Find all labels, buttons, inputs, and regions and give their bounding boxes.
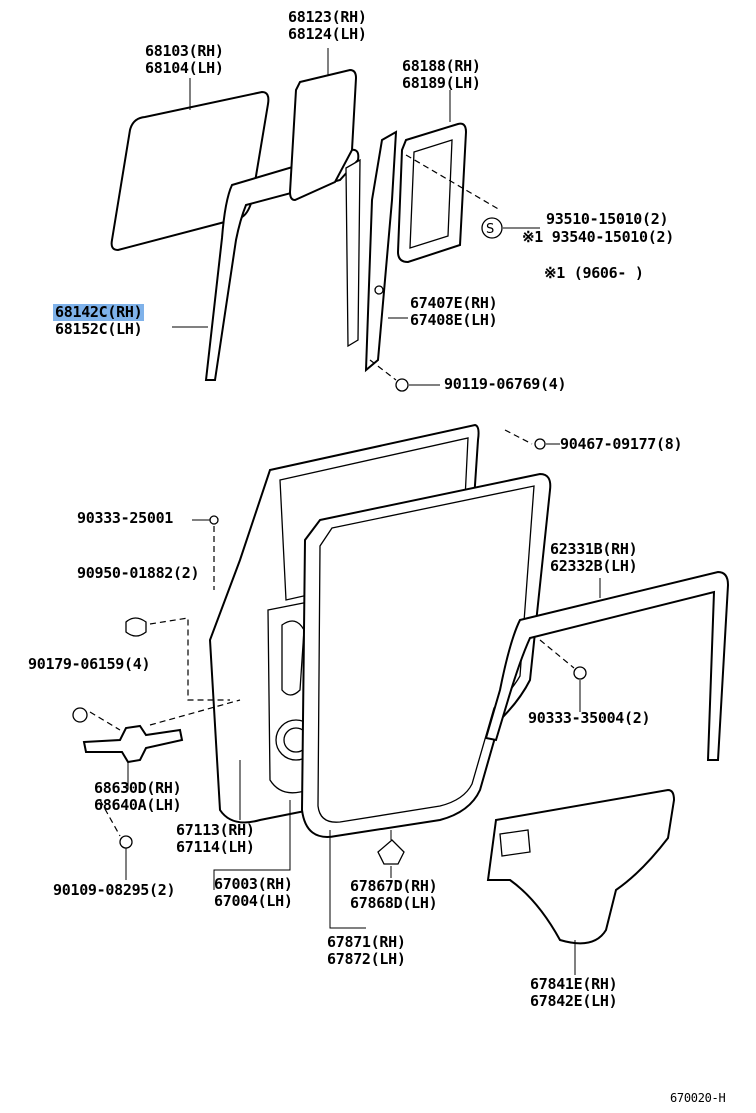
part-number-rh: 67867D(RH) (350, 877, 438, 895)
part-label-9606: ※1 (9606- ) (544, 265, 644, 282)
part-label-68142[interactable]: 68142C(RH) 68152C(LH) (53, 303, 145, 338)
part-number: 93510-15010(2) (546, 210, 669, 228)
part-number-lh: 67868D(LH) (350, 894, 438, 912)
part-label-67407: 67407E(RH) 67408E(LH) (410, 294, 498, 329)
part-label-90109: 90109-08295(2) (53, 881, 176, 899)
part-number-rh: 68630D(RH) (94, 779, 182, 797)
diagram-code: 670020-H (670, 1091, 726, 1105)
run-channel (204, 148, 360, 381)
part-label-67867: 67867D(RH) 67868D(LH) (350, 877, 438, 912)
part-label-67113: 67113(RH) 67114(LH) (176, 822, 255, 856)
part-label-68188: 68188(RH) 68189(LH) (402, 58, 481, 92)
part-number: 90119-06769(4) (444, 375, 567, 393)
part-number: 90179-06159(4) (28, 655, 151, 673)
part-number: 90467-09177(8) (560, 435, 683, 453)
part-number-lh: 68152C(LH) (55, 320, 143, 338)
part-label-93510: 93510-15010(2) (546, 210, 669, 228)
part-number: 90109-08295(2) (53, 881, 176, 899)
part-number-rh: 68123(RH) (288, 8, 367, 26)
part-number-rh: 68103(RH) (145, 42, 224, 60)
part-label-67871: 67871(RH) 67872(LH) (327, 934, 406, 968)
door-check (82, 724, 184, 764)
part-number-rh: 67407E(RH) (410, 294, 498, 312)
part-label-90467: 90467-09177(8) (560, 435, 683, 453)
part-label-68630: 68630D(RH) 68640A(LH) (94, 779, 182, 814)
part-label-93540: ※1 93540-15010(2) (522, 229, 674, 246)
part-number: 90333-25001 (77, 509, 174, 527)
outer-belt (484, 570, 730, 761)
part-label-90119: 90119-06769(4) (444, 375, 567, 393)
part-number-lh: 67842E(LH) (530, 992, 618, 1010)
part-number-lh: 67114(LH) (176, 838, 255, 856)
part-label-68103: 68103(RH) 68104(LH) (145, 43, 224, 77)
highlighted-part-number[interactable]: 68142C(RH) (53, 303, 145, 321)
part-number-lh: 62332B(LH) (550, 557, 638, 575)
part-number-lh: 68124(LH) (288, 25, 367, 43)
part-number: 90333-35004(2) (528, 709, 651, 727)
part-number-rh: 67003(RH) (214, 875, 293, 893)
part-number-lh: 67872(LH) (327, 950, 406, 968)
part-label-67003: 67003(RH) 67004(LH) (214, 876, 293, 910)
division-bar (364, 130, 398, 373)
part-label-90179: 90179-06159(4) (28, 655, 151, 673)
part-label-62331: 62331B(RH) 62332B(LH) (550, 540, 638, 575)
part-number-lh: 68189(LH) (402, 74, 481, 92)
part-number: ※1 (9606- ) (544, 264, 644, 282)
part-number-rh: 68188(RH) (402, 57, 481, 75)
part-number-rh: 67871(RH) (327, 933, 406, 951)
part-number-lh: 67004(LH) (214, 892, 293, 910)
part-number: ※1 93540-15010(2) (522, 228, 674, 246)
part-number-rh: 67113(RH) (176, 821, 255, 839)
part-number-rh: 67841E(RH) (530, 975, 618, 993)
part-label-90950: 90950-01882(2) (77, 564, 200, 582)
part-label-90333b: 90333-35004(2) (528, 709, 651, 727)
part-number-rh: 62331B(RH) (550, 540, 638, 558)
service-cover (486, 788, 676, 945)
fixed-glass (288, 68, 358, 202)
s-symbol: S (486, 222, 494, 237)
part-number: 90950-01882(2) (77, 564, 200, 582)
part-number-lh: 67408E(LH) (410, 311, 498, 329)
quarter-glass (110, 90, 270, 252)
part-label-68123: 68123(RH) 68124(LH) (288, 9, 367, 43)
part-label-67841: 67841E(RH) 67842E(LH) (530, 975, 618, 1010)
part-number-lh: 68640A(LH) (94, 796, 182, 814)
part-number-lh: 68104(LH) (145, 59, 224, 77)
part-label-90333a: 90333-25001 (77, 510, 173, 527)
